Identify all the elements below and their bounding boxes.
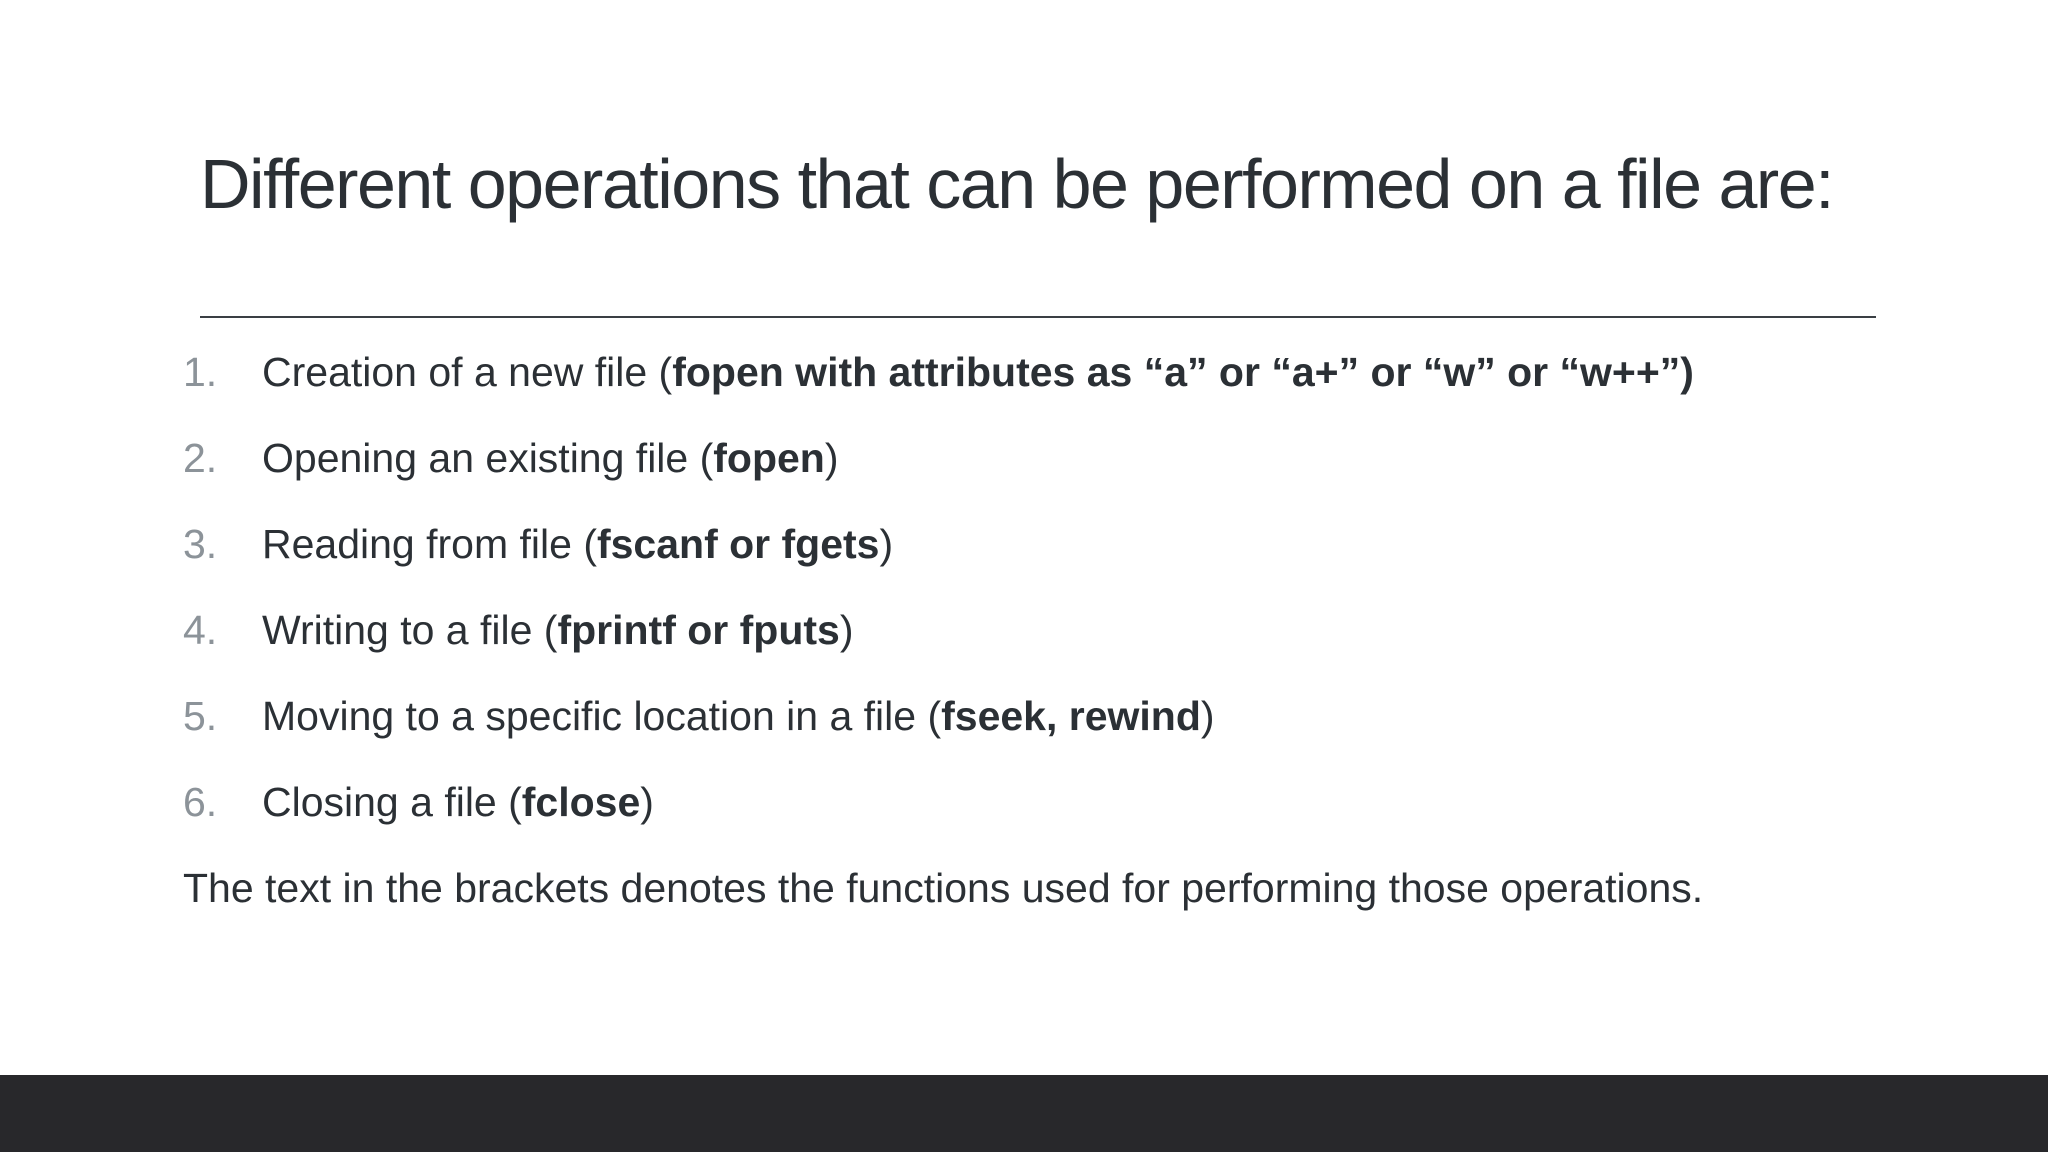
title-divider (200, 316, 1876, 318)
list-item-number: 6. (183, 779, 218, 825)
slide-title: Different operations that can be perform… (200, 145, 1835, 223)
list-item-label: Moving to a specific location in a file … (262, 693, 942, 739)
list-item-function: fclose (521, 779, 641, 825)
list-item-function: fprintf or fputs (557, 607, 840, 653)
list-item-text: Moving to a specific location in a file … (262, 684, 1215, 748)
list-item-number: 3. (183, 521, 218, 567)
list-item-suffix: ) (839, 607, 854, 653)
list-item-number: 1. (183, 349, 218, 395)
list-item-text: Creation of a new file (fopen with attri… (262, 340, 1694, 404)
slide-note: The text in the brackets denotes the fun… (183, 865, 1704, 911)
list-item-suffix: ) (824, 435, 839, 481)
list-item-text: Closing a file (fclose) (262, 770, 654, 834)
list-item-suffix: ) (879, 521, 894, 567)
list-item-number: 4. (183, 607, 218, 653)
list-item-label: Closing a file ( (262, 779, 522, 825)
list-item-function: fseek, rewind (941, 693, 1201, 739)
list-item-text: Writing to a file (fprintf or fputs) (262, 598, 854, 662)
list-item-suffix: ) (640, 779, 654, 825)
list-item-text: Reading from file (fscanf or fgets) (262, 512, 893, 576)
list-item-function: fscanf or fgets (596, 521, 880, 567)
list-item-number: 5. (183, 693, 218, 739)
bottom-bar (0, 1075, 2048, 1152)
list-item-function: fopen (713, 435, 825, 481)
list-item-suffix: ) (1200, 693, 1215, 739)
list-item-label: Opening an existing file ( (262, 435, 714, 481)
list-item-text: Opening an existing file (fopen) (262, 426, 839, 490)
list-item-label: Creation of a new file ( (262, 349, 673, 395)
list-item-label: Reading from file ( (262, 521, 597, 567)
list-item-number: 2. (183, 435, 218, 481)
list-item-label: Writing to a file ( (262, 607, 558, 653)
slide: Different operations that can be perform… (183, 145, 1876, 911)
list-item-function: fopen with attributes as “a” or “a+” or … (672, 349, 1694, 395)
